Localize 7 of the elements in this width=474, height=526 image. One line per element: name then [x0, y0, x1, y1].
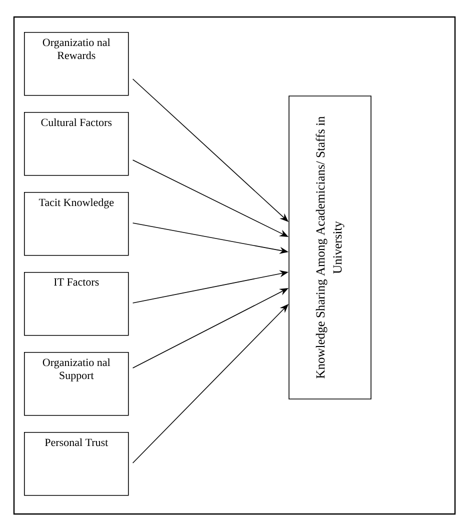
factor-box: IT Factors	[24, 272, 129, 336]
factor-box: Personal Trust	[24, 432, 129, 496]
factor-box: Organizatio nal Rewards	[24, 32, 129, 96]
factor-box: Organizatio nal Support	[24, 352, 129, 416]
factor-box: Tacit Knowledge	[24, 192, 129, 256]
factor-box: Cultural Factors	[24, 112, 129, 176]
outcome-box: Knowledge Sharing Among Academicians/ Staffs in University	[288, 96, 372, 400]
